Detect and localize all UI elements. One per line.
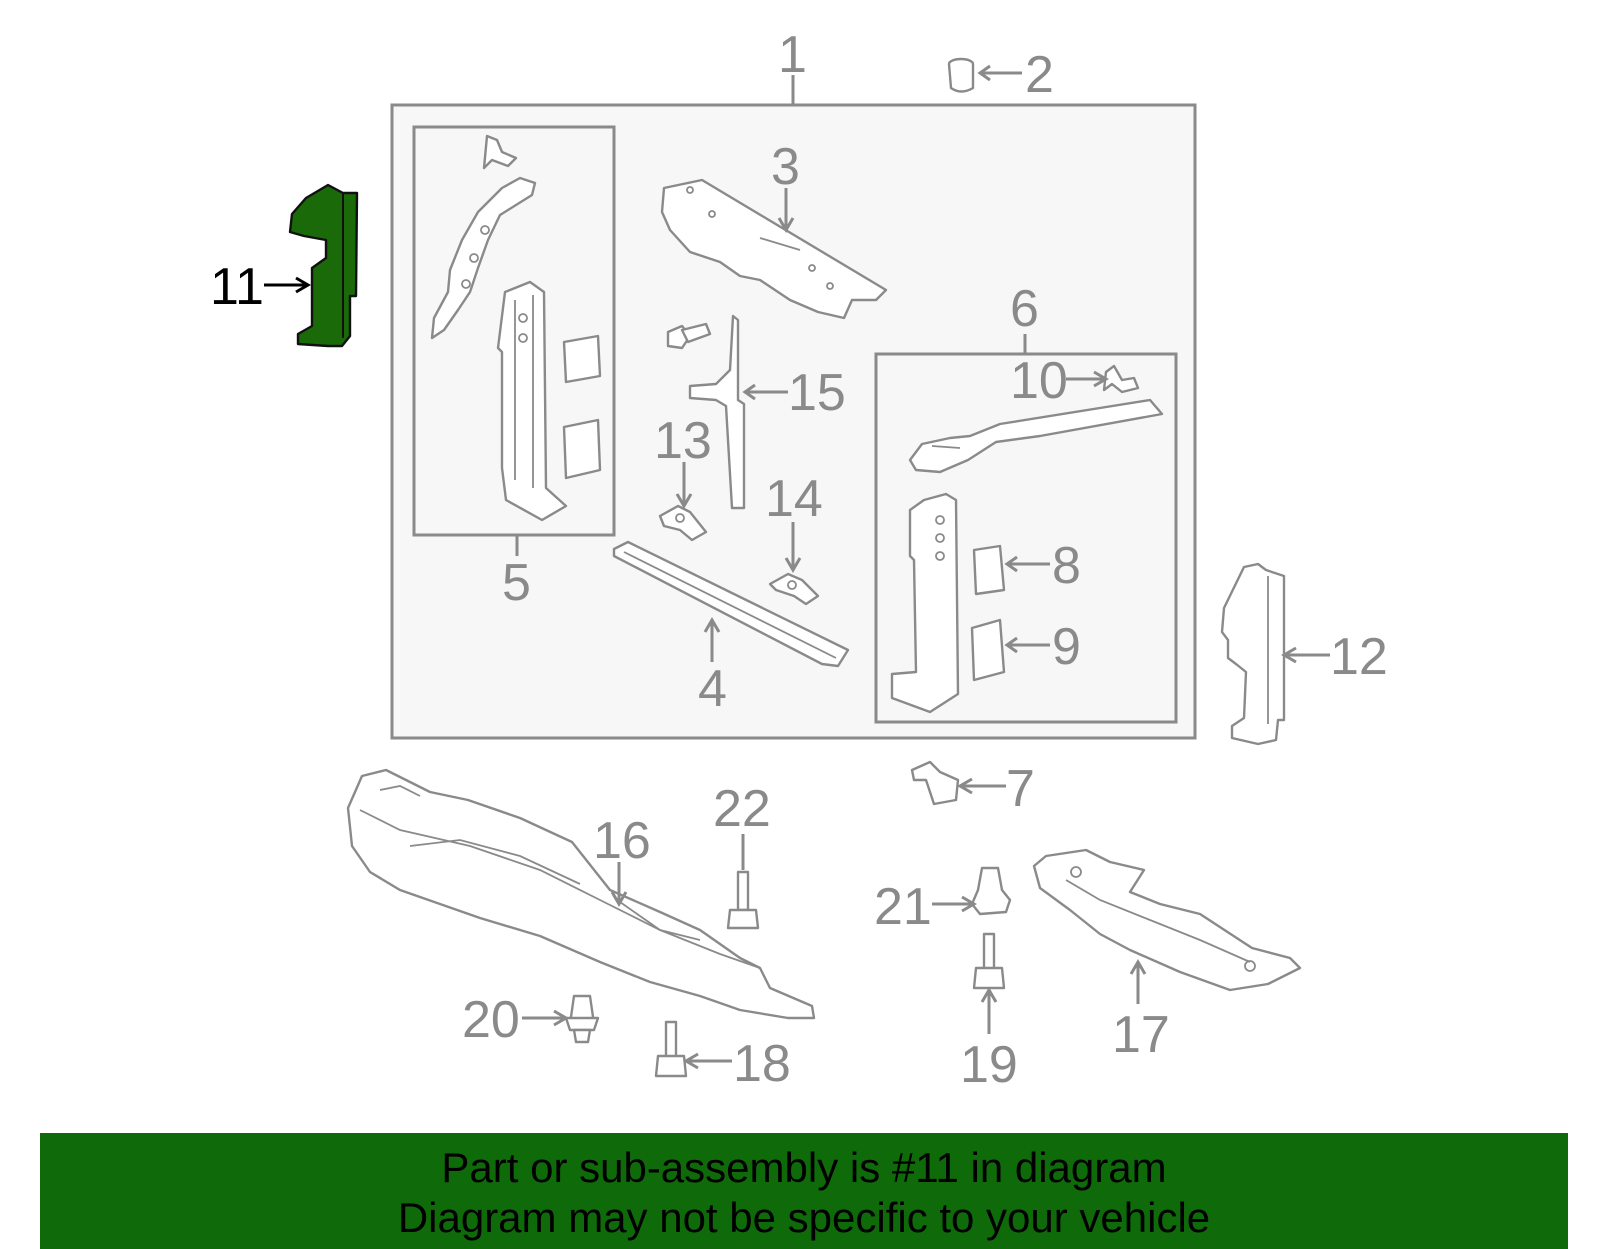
- part-10-clip[interactable]: [1102, 364, 1140, 394]
- callout-12[interactable]: 12: [1330, 628, 1388, 686]
- part-21-clip[interactable]: [970, 866, 1012, 916]
- callout-4[interactable]: 4: [698, 660, 727, 718]
- banner-line-1: Part or sub-assembly is #11 in diagram: [441, 1144, 1167, 1191]
- callout-18[interactable]: 18: [733, 1035, 791, 1093]
- part-7-bracket[interactable]: [910, 760, 960, 806]
- part-12-duct[interactable]: [1220, 562, 1286, 746]
- callout-9[interactable]: 9: [1052, 618, 1081, 676]
- callout-6[interactable]: 6: [1010, 280, 1039, 338]
- part-9-pad[interactable]: [970, 618, 1006, 682]
- part-19-bolt[interactable]: [972, 932, 1006, 990]
- part-8-pad[interactable]: [972, 544, 1006, 596]
- callout-20[interactable]: 20: [462, 991, 520, 1049]
- callout-8[interactable]: 8: [1052, 537, 1081, 595]
- callout-10[interactable]: 10: [1010, 352, 1068, 410]
- part-22-bolt[interactable]: [726, 870, 760, 930]
- callout-7[interactable]: 7: [1006, 760, 1035, 818]
- part-15-bracket[interactable]: [688, 314, 746, 510]
- part-6-side-member[interactable]: [890, 492, 960, 714]
- part-13-clip[interactable]: [658, 504, 708, 542]
- callout-13[interactable]: 13: [654, 412, 712, 470]
- part-5-upper-bracket[interactable]: [430, 134, 537, 340]
- callout-15[interactable]: 15: [788, 364, 846, 422]
- part-3-upper-support[interactable]: [660, 178, 888, 320]
- callout-1[interactable]: 1: [778, 26, 807, 84]
- callout-21[interactable]: 21: [874, 878, 932, 936]
- callout-5[interactable]: 5: [502, 554, 531, 612]
- part-14-clip[interactable]: [768, 572, 820, 606]
- callout-22[interactable]: 22: [713, 780, 771, 838]
- part-5-side-member[interactable]: [496, 280, 568, 522]
- part-15-bolt[interactable]: [666, 322, 712, 350]
- callout-2[interactable]: 2: [1025, 46, 1054, 104]
- callout-14[interactable]: 14: [765, 470, 823, 528]
- part-17-side-shield[interactable]: [1032, 848, 1302, 992]
- callout-19[interactable]: 19: [960, 1036, 1018, 1094]
- part-18-bolt[interactable]: [654, 1020, 688, 1078]
- callout-3[interactable]: 3: [771, 138, 800, 196]
- part-11-duct[interactable]: [288, 183, 359, 348]
- part-20-clip[interactable]: [564, 994, 600, 1044]
- banner-line-2: Diagram may not be specific to your vehi…: [397, 1194, 1211, 1241]
- subassembly-box-5: [412, 125, 616, 537]
- callout-16[interactable]: 16: [593, 812, 651, 870]
- callout-11[interactable]: 11: [210, 258, 264, 316]
- part-5-pads[interactable]: [562, 334, 602, 480]
- part-4-lower-rail[interactable]: [612, 540, 850, 668]
- part-2-cap[interactable]: [947, 57, 975, 93]
- info-banner: Part or sub-assembly is #11 in diagram D…: [40, 1133, 1568, 1249]
- callout-17[interactable]: 17: [1112, 1006, 1170, 1064]
- part-6-upper-bracket[interactable]: [908, 398, 1164, 474]
- part-16-lower-shield[interactable]: [346, 768, 816, 1020]
